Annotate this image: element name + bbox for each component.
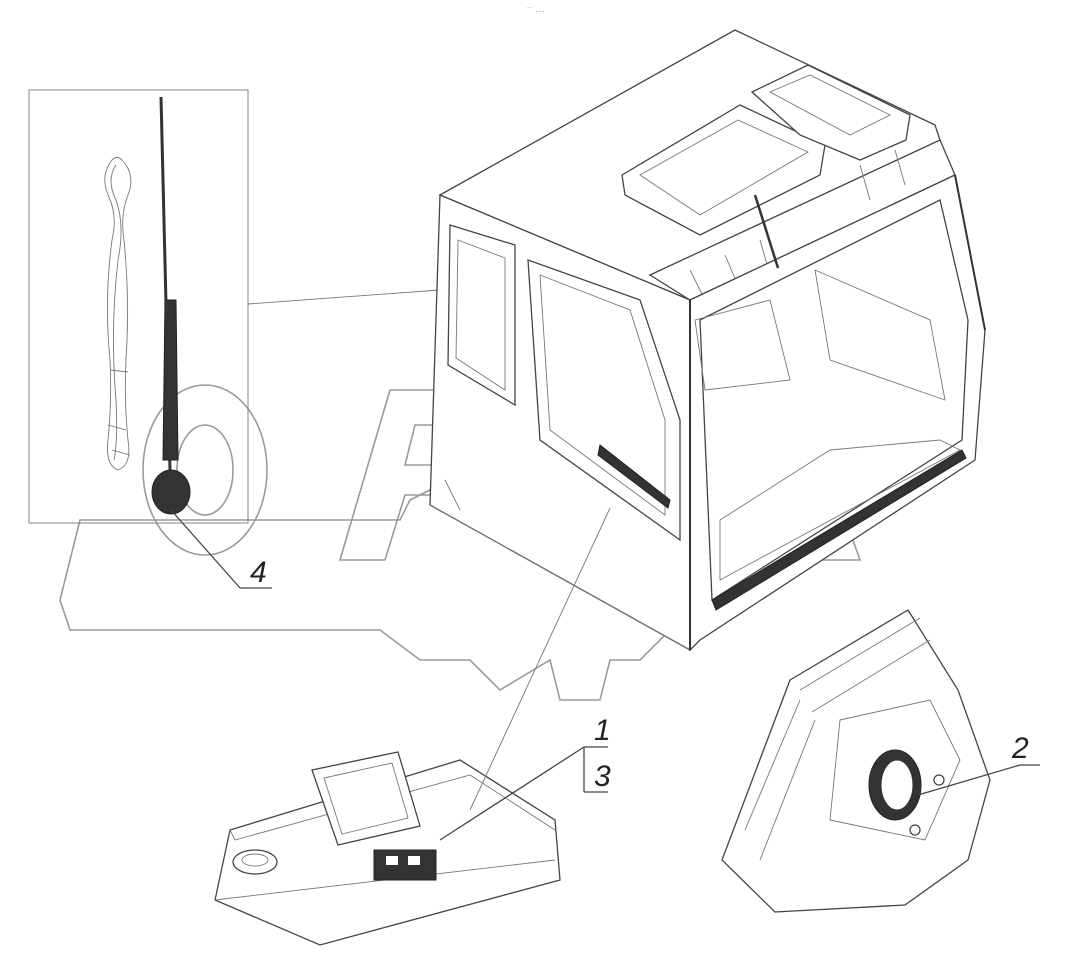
front-windshield bbox=[699, 199, 969, 602]
detail-speaker-center bbox=[880, 759, 914, 811]
leader-line-2 bbox=[917, 764, 1021, 796]
lower-panel-lines bbox=[429, 479, 691, 651]
antenna-cable-strand bbox=[110, 164, 122, 461]
door-window bbox=[527, 259, 681, 542]
leader-line-4 bbox=[170, 509, 241, 589]
callout-4: 4 bbox=[250, 556, 267, 589]
interior-rear-window bbox=[814, 269, 946, 401]
detail-speaker-cone bbox=[241, 853, 269, 867]
detail-radio-unit bbox=[373, 849, 437, 881]
side-window-rear bbox=[447, 224, 516, 407]
side-window-rear-inner bbox=[455, 239, 506, 391]
detail-speaker-view: 2 bbox=[721, 609, 1040, 913]
header-mark: ˙˙ ··· bbox=[527, 6, 545, 16]
antenna-rod-base bbox=[162, 299, 179, 461]
radio-button-left bbox=[386, 856, 398, 865]
antenna-mount-base bbox=[151, 469, 191, 515]
header-ribs bbox=[689, 149, 906, 301]
antenna-leader-to-cab bbox=[247, 289, 441, 305]
leader-detail-to-cab bbox=[469, 507, 611, 811]
detail-bolt-upper bbox=[933, 774, 945, 786]
roof-hatch-inner bbox=[639, 119, 809, 216]
callout-1: 1 bbox=[594, 714, 611, 747]
detail-panel-recess bbox=[829, 699, 961, 841]
antenna-cable-ties bbox=[107, 369, 131, 456]
operator-cab bbox=[429, 29, 986, 652]
cab-floor bbox=[719, 439, 961, 581]
detail-speaker bbox=[232, 849, 278, 875]
callout-3: 3 bbox=[594, 760, 611, 793]
interior-console bbox=[694, 299, 791, 391]
roof-vent bbox=[750, 64, 911, 161]
antenna-frame bbox=[28, 89, 249, 524]
roof-hatch bbox=[621, 104, 826, 236]
door-handle bbox=[597, 444, 671, 509]
antenna-panel: 4 bbox=[28, 89, 441, 589]
front-sill bbox=[711, 449, 967, 611]
detail-frame-edges bbox=[744, 617, 931, 861]
watermark-letter-o-inner bbox=[176, 424, 234, 516]
detail-monitor-screen bbox=[323, 762, 409, 835]
detail-bolt-lower bbox=[909, 824, 921, 836]
door-window-inner bbox=[539, 274, 666, 516]
antenna-cable bbox=[104, 157, 132, 471]
callout-2: 2 bbox=[1011, 732, 1029, 765]
radio-button-right bbox=[408, 856, 420, 865]
front-right-post bbox=[954, 174, 986, 331]
detail-control-panel: 1 3 bbox=[214, 507, 611, 946]
roof-vent-inner bbox=[768, 74, 892, 136]
detail-frame-outline bbox=[721, 609, 991, 913]
roof-antenna-stub bbox=[753, 194, 780, 269]
leader-line-1-3 bbox=[439, 746, 585, 841]
watermark-letter-o bbox=[142, 384, 268, 556]
